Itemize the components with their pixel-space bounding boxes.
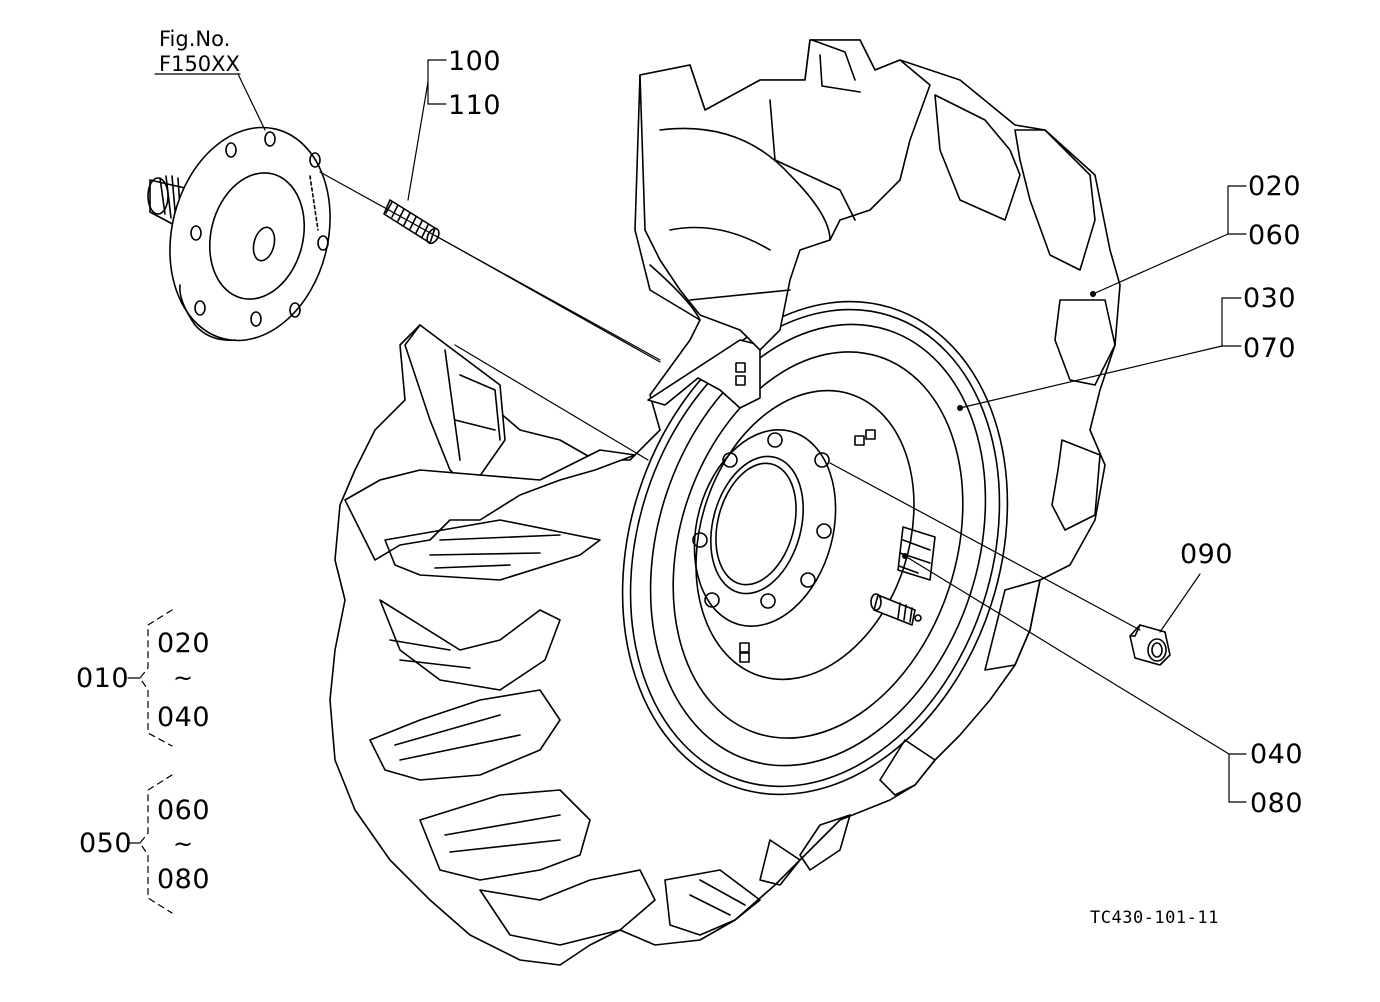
callout-020: 020: [1248, 171, 1302, 202]
callout-100: 100: [448, 46, 502, 77]
figure-number-value: F150XX: [159, 52, 240, 76]
assembly-050-tilde: ~: [173, 830, 194, 858]
valve-icon: [871, 594, 921, 625]
callout-080: 080: [1250, 788, 1304, 819]
assembly-010-from: 020: [157, 628, 211, 659]
drawing-code: TC430-101-11: [1090, 908, 1219, 928]
assembly-050-from: 060: [157, 795, 211, 826]
assembly-010-tilde: ~: [173, 664, 194, 692]
callout-110: 110: [448, 90, 502, 121]
figure-number-label: Fig.No.: [159, 27, 231, 51]
assembly-050-to: 080: [157, 864, 211, 895]
callout-060: 060: [1248, 220, 1302, 251]
assembly-010-id: 010: [76, 663, 130, 694]
lug-wheel-icon: [330, 40, 1120, 965]
wheel-hub-icon: [148, 110, 352, 357]
assembly-010-to: 040: [157, 702, 211, 733]
assembly-050-id: 050: [79, 828, 133, 859]
nut-icon: [1130, 625, 1170, 665]
callout-030: 030: [1243, 283, 1297, 314]
callout-040: 040: [1250, 739, 1304, 770]
callout-070: 070: [1243, 333, 1297, 364]
callout-090: 090: [1180, 539, 1234, 570]
